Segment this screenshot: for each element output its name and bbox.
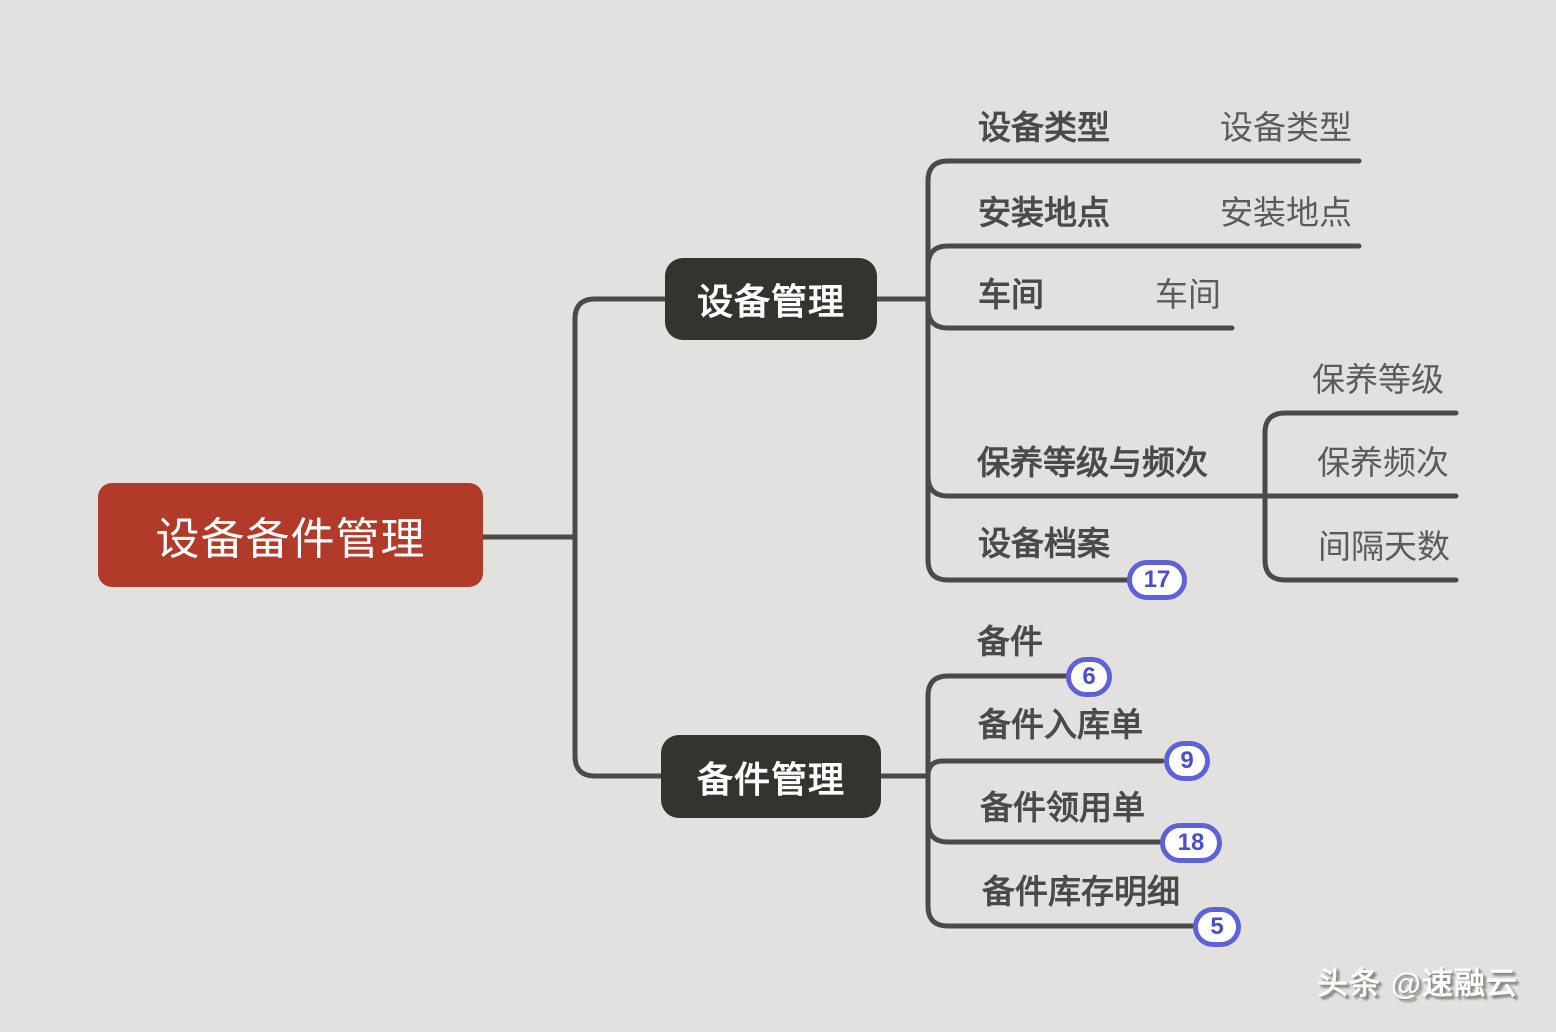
node-device-archive[interactable]: 设备档案 bbox=[978, 525, 1110, 562]
connector-root-to-equipment bbox=[572, 296, 668, 540]
field-device-type[interactable]: 设备类型 bbox=[1220, 109, 1352, 146]
node-inbound-order[interactable]: 备件入库单 bbox=[978, 706, 1143, 743]
watermark-toutiao-surongyun: 头条 @速融云 bbox=[1317, 966, 1518, 1001]
branch-label: 设备管理 bbox=[696, 281, 845, 322]
connector-maintenance-level bbox=[1262, 410, 1459, 499]
field-interval-days[interactable]: 间隔天数 bbox=[1318, 528, 1450, 565]
connector-root-to-spare bbox=[572, 534, 664, 779]
branch-node-equipment-management[interactable]: 设备管理 bbox=[665, 258, 877, 340]
root-node-label: 设备备件管理 bbox=[155, 515, 426, 564]
count-badge-spare-part[interactable]: 6 bbox=[1066, 657, 1112, 697]
count-badge-stock-detail[interactable]: 5 bbox=[1193, 907, 1241, 947]
count-badge-requisition-order[interactable]: 18 bbox=[1160, 823, 1222, 863]
connector-interval-days bbox=[1262, 493, 1459, 583]
field-workshop[interactable]: 车间 bbox=[1155, 276, 1221, 313]
branch-node-spare-parts-management[interactable]: 备件管理 bbox=[661, 735, 881, 818]
root-node[interactable]: 设备备件管理 bbox=[98, 483, 483, 587]
connector-install-site bbox=[925, 243, 1362, 302]
node-stock-detail[interactable]: 备件库存明细 bbox=[982, 873, 1180, 910]
field-install-site[interactable]: 安装地点 bbox=[1220, 194, 1352, 231]
connector-device-archive bbox=[925, 296, 1131, 583]
node-workshop[interactable]: 车间 bbox=[978, 276, 1044, 313]
field-maintenance-level[interactable]: 保养等级 bbox=[1312, 361, 1444, 398]
node-spare-part[interactable]: 备件 bbox=[977, 623, 1043, 660]
connector-stock-detail bbox=[925, 773, 1196, 929]
node-device-type[interactable]: 设备类型 bbox=[978, 109, 1110, 146]
field-maintenance-frequency[interactable]: 保养频次 bbox=[1317, 444, 1449, 481]
node-install-site[interactable]: 安装地点 bbox=[978, 194, 1110, 231]
connector-inbound-order bbox=[925, 758, 1165, 779]
count-badge-device-archive[interactable]: 17 bbox=[1127, 560, 1187, 600]
node-maintenance-level-frequency[interactable]: 保养等级与频次 bbox=[977, 444, 1208, 481]
branch-label: 备件管理 bbox=[696, 758, 845, 800]
connector-device-type bbox=[925, 158, 1362, 302]
node-requisition-order[interactable]: 备件领用单 bbox=[980, 789, 1145, 826]
connector-spare-part bbox=[925, 673, 1070, 779]
count-badge-inbound-order[interactable]: 9 bbox=[1164, 741, 1210, 781]
